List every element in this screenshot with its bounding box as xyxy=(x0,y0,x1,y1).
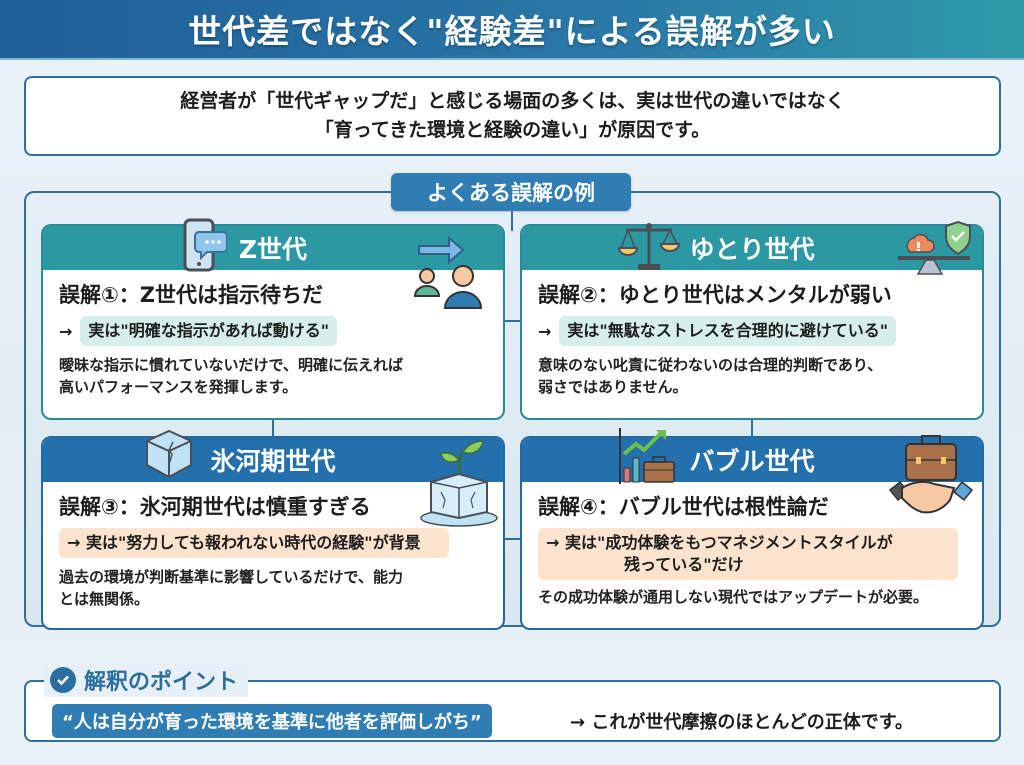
misconception-title: 誤解①：Z世代は指示待ちだ xyxy=(59,283,324,307)
smartphone-chat-icon xyxy=(183,218,228,280)
connector-line xyxy=(272,418,274,438)
card-ice-age: 氷河期世代 誤解③：氷河期世代は慎重すぎる → 実は"努力しても報われない時代の… xyxy=(41,429,505,630)
title-banner: 世代差ではなく"経験差"による誤解が多い xyxy=(0,0,1024,60)
card-header: Z世代 xyxy=(43,218,503,309)
check-circle-icon xyxy=(50,667,76,693)
desc-line: とは無関係。 xyxy=(59,590,150,608)
misconception-title: 誤解④：バブル世代は根性論だ xyxy=(538,495,829,519)
desc-line: 意味のない叱責に従わないのは合理的判断であり、 xyxy=(538,356,883,374)
card-header-label: 氷河期世代 xyxy=(210,447,336,476)
truth-line: 残っている"だけ xyxy=(624,555,744,574)
point-label-text: 解釈のポイント xyxy=(84,670,239,695)
intro-box: 経営者が「世代ギャップだ」と感じる場面の多くは、実は世代の違いではなく 「育って… xyxy=(24,76,1001,156)
handshake-briefcase-icon xyxy=(888,434,974,530)
truth-highlight: 実は"無駄なストレスを合理的に避けている" xyxy=(559,316,897,346)
page-title: 世代差ではなく"経験差"による誤解が多い xyxy=(188,12,836,51)
card-header: ゆとり世代 xyxy=(522,220,982,275)
connector-line xyxy=(504,538,522,540)
card-header-label: ゆとり世代 xyxy=(689,235,815,264)
card-header-label: Z世代 xyxy=(238,235,308,264)
intro-line-2: 「育ってきた環境と経験の違い」が原因です。 xyxy=(314,119,711,141)
sprout-ice-icon xyxy=(419,438,501,534)
point-section-label: 解釈のポイント xyxy=(44,663,249,697)
card-description: 意味のない叱責に従わないのは合理的判断であり、 弱さではありません。 xyxy=(538,354,968,398)
person-arrow-icon xyxy=(411,232,491,318)
card-header-label: バブル世代 xyxy=(689,447,815,476)
balance-scale-icon xyxy=(617,220,681,278)
stress-shield-balance-icon xyxy=(894,218,974,284)
card-description: 過去の環境が判断基準に影響しているだけで、能力 とは無関係。 xyxy=(59,566,489,610)
desc-line: 曖昧な指示に慣れていないだけで、明確に伝えれば xyxy=(59,356,403,374)
desc-line: その成功体験が通用しない現代ではアップデートが必要。 xyxy=(538,588,929,606)
desc-line: 高いパフォーマンスを発揮します。 xyxy=(59,378,298,396)
card-header: 氷河期世代 xyxy=(43,429,503,527)
point-conclusion: → これが世代摩擦のほとんどの正体です。 xyxy=(570,712,914,733)
truth-line: → 実は"成功体験をもつマネジメントスタイルが xyxy=(546,533,893,552)
intro-line-1: 経営者が「世代ギャップだ」と感じる場面の多くは、実は世代の違いではなく xyxy=(180,90,845,112)
card-header: バブル世代 xyxy=(522,428,982,514)
connector-line xyxy=(511,211,513,231)
examples-section-label: よくある誤解の例 xyxy=(391,173,631,211)
connector-line xyxy=(504,320,522,322)
card-bubble: バブル世代 誤解④：バブル世代は根性論だ → 実は"成功体験をもつマネジメントス… xyxy=(520,428,984,630)
connector-line xyxy=(751,418,753,438)
arrow-icon: → xyxy=(59,321,73,341)
truth-highlight: 実は"明確な指示があれば動ける" xyxy=(80,316,338,346)
arrow-icon: → xyxy=(538,321,552,341)
growth-chart-briefcase-icon xyxy=(618,424,682,492)
card-gen-z: Z世代 誤解①：Z世代は指示待ちだ → 実は"明確な指示があれば動ける" 曖昧な… xyxy=(41,218,505,420)
desc-line: 弱さではありません。 xyxy=(538,378,688,396)
point-quote: “人は自分が育った環境を基準に他者を評価しがち” xyxy=(52,704,492,738)
ice-cube-icon xyxy=(143,428,195,486)
card-yutori: ゆとり世代 誤解②：ゆとり世代はメンタルが弱い → 実は"無駄なストレスを合理的… xyxy=(520,220,984,420)
card-description: その成功体験が通用しない現代ではアップデートが必要。 xyxy=(538,586,968,608)
desc-line: 過去の環境が判断基準に影響しているだけで、能力 xyxy=(59,568,403,586)
card-description: 曖昧な指示に慣れていないだけで、明確に伝えれば 高いパフォーマンスを発揮します。 xyxy=(59,354,489,398)
misconception-title: 誤解③：氷河期世代は慎重すぎる xyxy=(59,495,371,519)
truth-highlight: → 実は"成功体験をもつマネジメントスタイルが 残っている"だけ xyxy=(538,528,958,580)
misconception-title: 誤解②：ゆとり世代はメンタルが弱い xyxy=(538,283,892,307)
truth-highlight: → 実は"努力しても報われない時代の経験"が背景 xyxy=(59,528,449,558)
